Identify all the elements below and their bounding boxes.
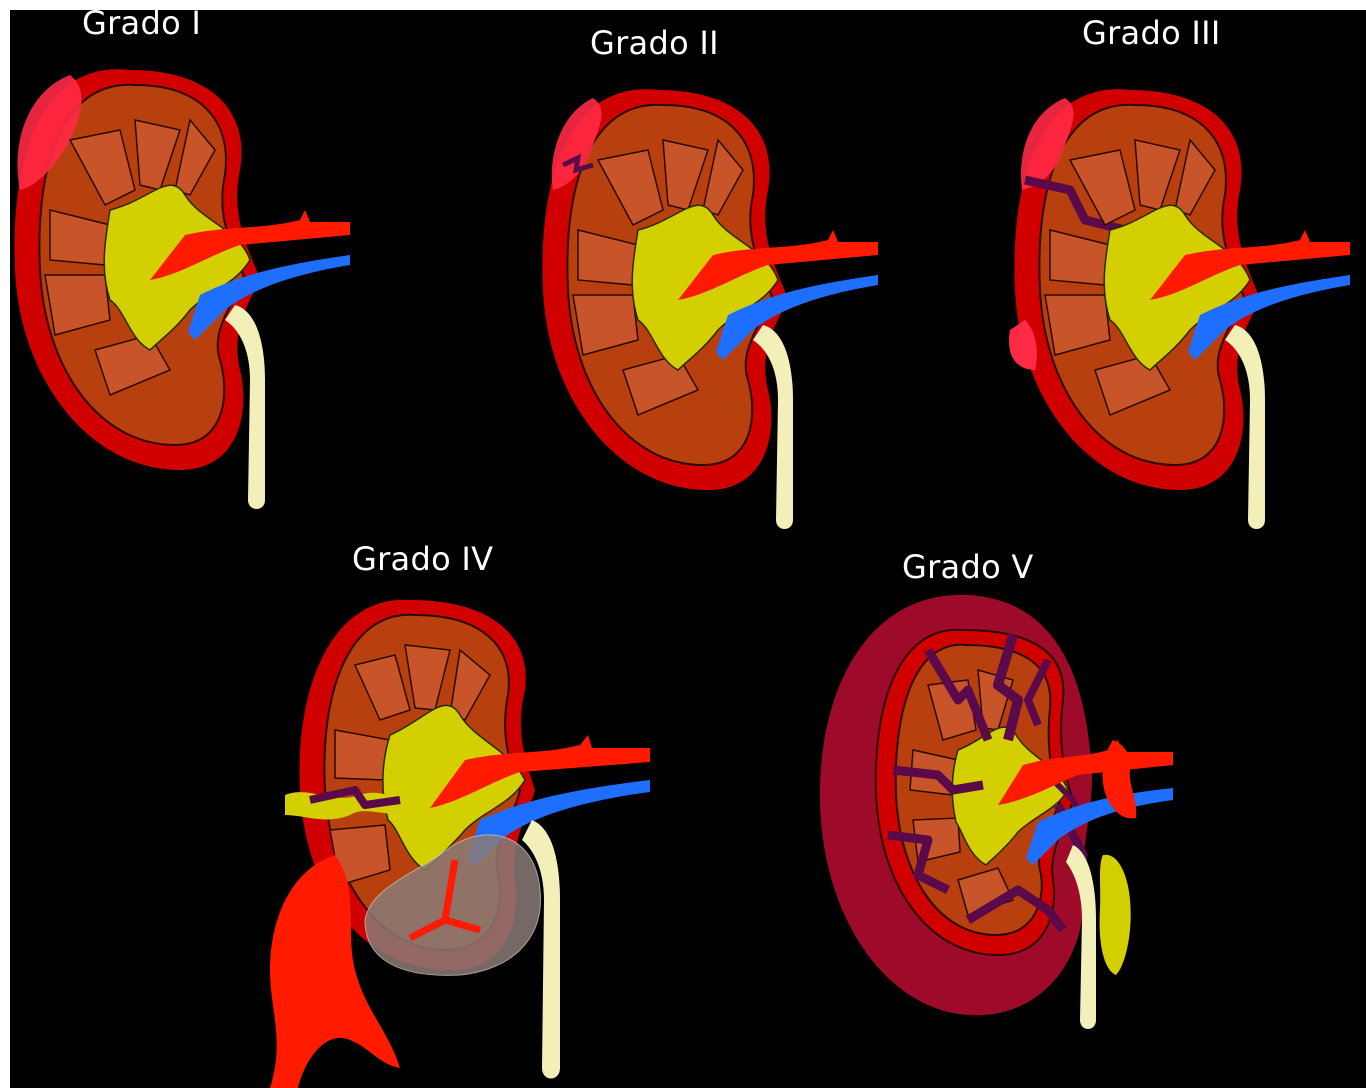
grade-2-title: Grado II <box>590 24 719 62</box>
kidney-illustration <box>820 595 1173 1029</box>
grade-5-title: Grado V <box>902 548 1034 586</box>
kidney-illustration <box>14 69 350 509</box>
kidney-illustration <box>542 89 878 529</box>
grade-2-kidney <box>538 70 898 540</box>
grade-1-title: Grado I <box>82 4 201 42</box>
diagram-canvas: Grado I Grado II Grado III Grado IV Grad… <box>10 10 1366 1088</box>
grade-4-title: Grado IV <box>352 540 493 578</box>
grade-5-kidney <box>818 590 1178 1050</box>
grade-4-kidney <box>270 590 670 1088</box>
kidney-illustration <box>270 600 650 1088</box>
grade-3-kidney <box>1010 70 1366 540</box>
ureteropelvic-disruption <box>1100 855 1131 975</box>
kidney-illustration <box>1009 89 1350 529</box>
grade-3-title: Grado III <box>1082 14 1221 52</box>
grade-1-kidney <box>10 50 370 520</box>
